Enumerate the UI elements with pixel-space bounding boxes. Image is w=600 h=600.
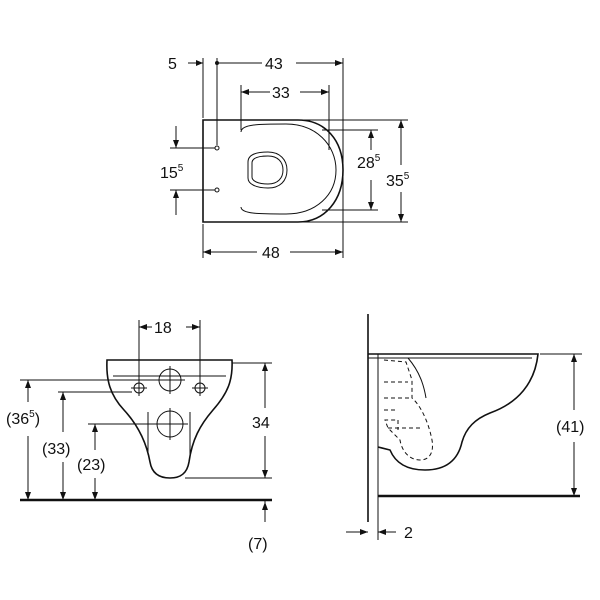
arrow-head: [241, 89, 249, 95]
top-view-fixing-hole-upper: [214, 145, 220, 151]
front-view-body-outline: [106, 359, 233, 479]
top-view-bowl-hole-inner: [251, 155, 284, 185]
dim-label-18: 18: [154, 320, 172, 337]
dim-label-35-5: 355: [386, 171, 410, 190]
arrow-head: [378, 529, 386, 535]
arrow-head: [335, 60, 343, 66]
dim-label-33: 33: [272, 85, 290, 102]
arrow-head: [360, 529, 368, 535]
arrow-head: [92, 424, 98, 432]
side-view-inner-bowl-curve: [407, 357, 427, 399]
dim-label-28-5: 285: [357, 153, 381, 172]
top-view-fixing-hole-lower: [214, 187, 220, 193]
arrow-head: [398, 120, 404, 128]
arrow-head: [398, 214, 404, 222]
front-view: 18 (365) (33) (23) 34 (7): [6, 320, 272, 553]
arrow-head: [25, 492, 31, 500]
dim-label-41: (41): [556, 419, 584, 436]
dim-label-34: 34: [252, 415, 270, 432]
arrow-head: [368, 130, 374, 138]
arrow-head: [571, 354, 577, 362]
arrow-head: [60, 392, 66, 400]
arrow-head: [173, 190, 179, 198]
arrow-head: [92, 492, 98, 500]
arrow-head: [262, 470, 268, 478]
top-view: 5 43 33 155 285 355: [160, 56, 410, 262]
dim-label-43: 43: [265, 56, 283, 73]
dim-label-23: (23): [77, 457, 105, 474]
dim-label-15-5: 155: [160, 163, 184, 182]
arrow-head: [173, 140, 179, 148]
dim-label-2: 2: [404, 525, 413, 542]
arrow-head: [203, 249, 211, 255]
arrow-head: [321, 89, 329, 95]
dim-label-33-front: (33): [42, 441, 70, 458]
dim-label-5: 5: [168, 56, 177, 73]
top-view-inner-rim: [240, 123, 337, 215]
arrow-head: [262, 502, 268, 510]
arrow-head: [196, 60, 203, 66]
dim-label-7: (7): [248, 536, 268, 553]
side-view: (41) 2: [346, 314, 584, 542]
arrow-head: [25, 380, 31, 388]
dim-label-48: 48: [262, 245, 280, 262]
top-view-bowl-outline: [202, 119, 344, 223]
dim-label-36-5: (365): [6, 409, 40, 428]
arrow-head: [368, 202, 374, 210]
front-view-trap-outline: [147, 412, 191, 455]
side-view-body-outline: [368, 353, 539, 471]
arrow-head: [571, 488, 577, 496]
top-view-bowl-hole: [247, 151, 288, 189]
arrow-head: [262, 363, 268, 371]
side-view-inner-bowl: [383, 359, 433, 461]
arrow-head: [60, 492, 66, 500]
arrow-head: [335, 249, 343, 255]
